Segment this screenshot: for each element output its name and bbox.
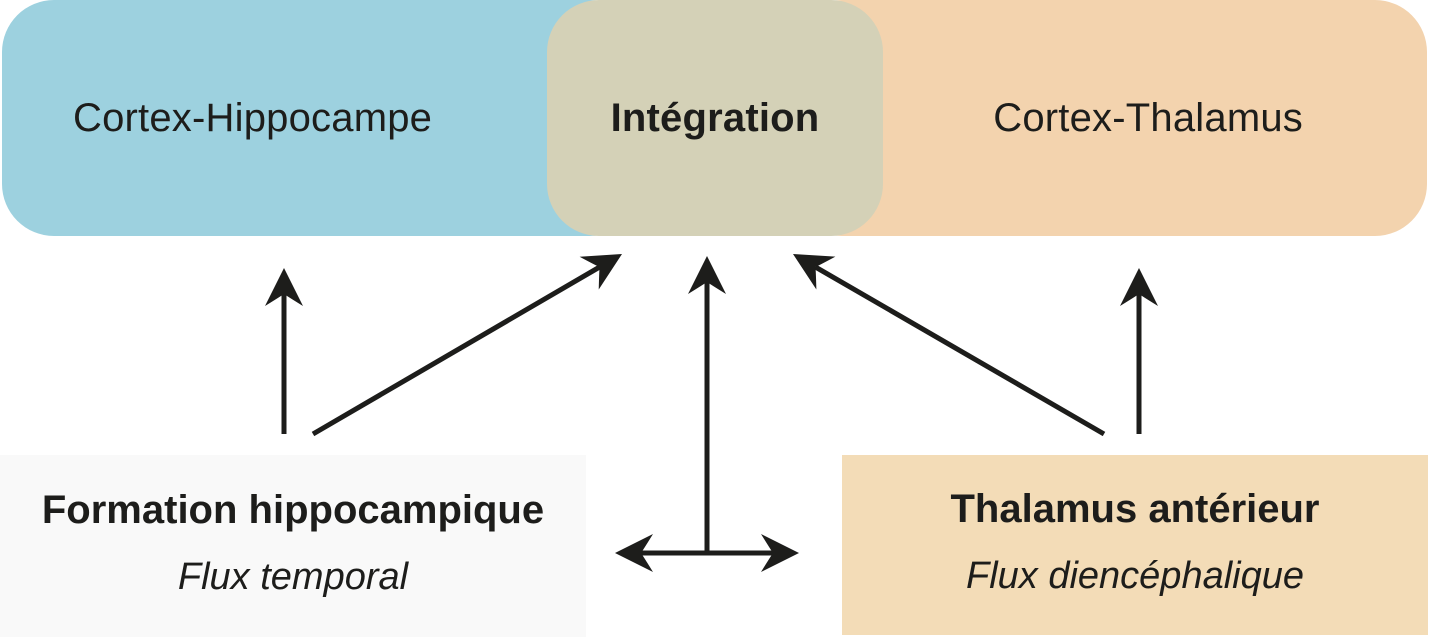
- arrow-center-to-integration-head: [688, 256, 726, 294]
- flux-temporal-subtitle: Flux temporal: [177, 556, 409, 598]
- integration-box: Intégration: [547, 0, 883, 236]
- arrow-bidirectional-left-head: [615, 534, 653, 572]
- cortex-hippocampe-label: Cortex-Hippocampe: [73, 95, 433, 140]
- arrow-thalamus-to-integration-head: [793, 254, 836, 290]
- formation-hippocampique-box: Formation hippocampique Flux temporal: [0, 455, 586, 637]
- cortex-thalamus-label: Cortex-Thalamus: [993, 95, 1303, 140]
- arrow-thalamus-to-integration-shaft: [814, 264, 1106, 437]
- integration-label: Intégration: [610, 95, 820, 140]
- arrow-hippocampe-to-integration-shaft: [311, 264, 601, 437]
- thalamus-anterieur-box: Thalamus antérieur Flux diencéphalique: [842, 455, 1428, 635]
- arrow-hippocampe-to-cortex-hippocampe-head: [265, 268, 303, 306]
- formation-hippocampique-title: Formation hippocampique: [41, 488, 545, 532]
- thalamus-anterieur-title: Thalamus antérieur: [950, 487, 1320, 531]
- cortex-hippocampe-box: Cortex-Hippocampe: [2, 0, 642, 236]
- cortex-thalamus-box: Cortex-Thalamus: [790, 0, 1427, 236]
- arrow-thalamus-to-cortex-thalamus-head: [1120, 268, 1158, 306]
- arrow-bidirectional-right-head: [761, 534, 799, 572]
- arrow-hippocampe-to-integration-head: [579, 254, 622, 290]
- flux-diencephalique-subtitle: Flux diencéphalique: [965, 555, 1304, 597]
